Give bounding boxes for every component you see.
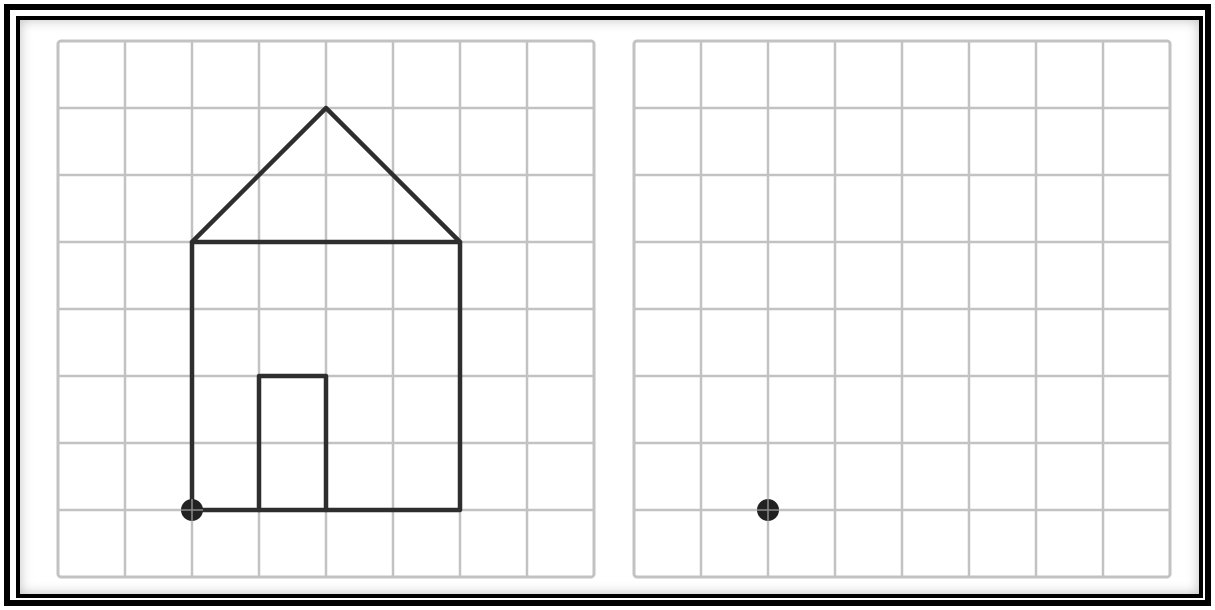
right-grid-lines xyxy=(634,41,1170,577)
right-grid-panel[interactable] xyxy=(626,33,1176,583)
left-grid-panel xyxy=(50,33,600,583)
right-start-point xyxy=(757,499,779,521)
left-start-point xyxy=(181,499,203,521)
